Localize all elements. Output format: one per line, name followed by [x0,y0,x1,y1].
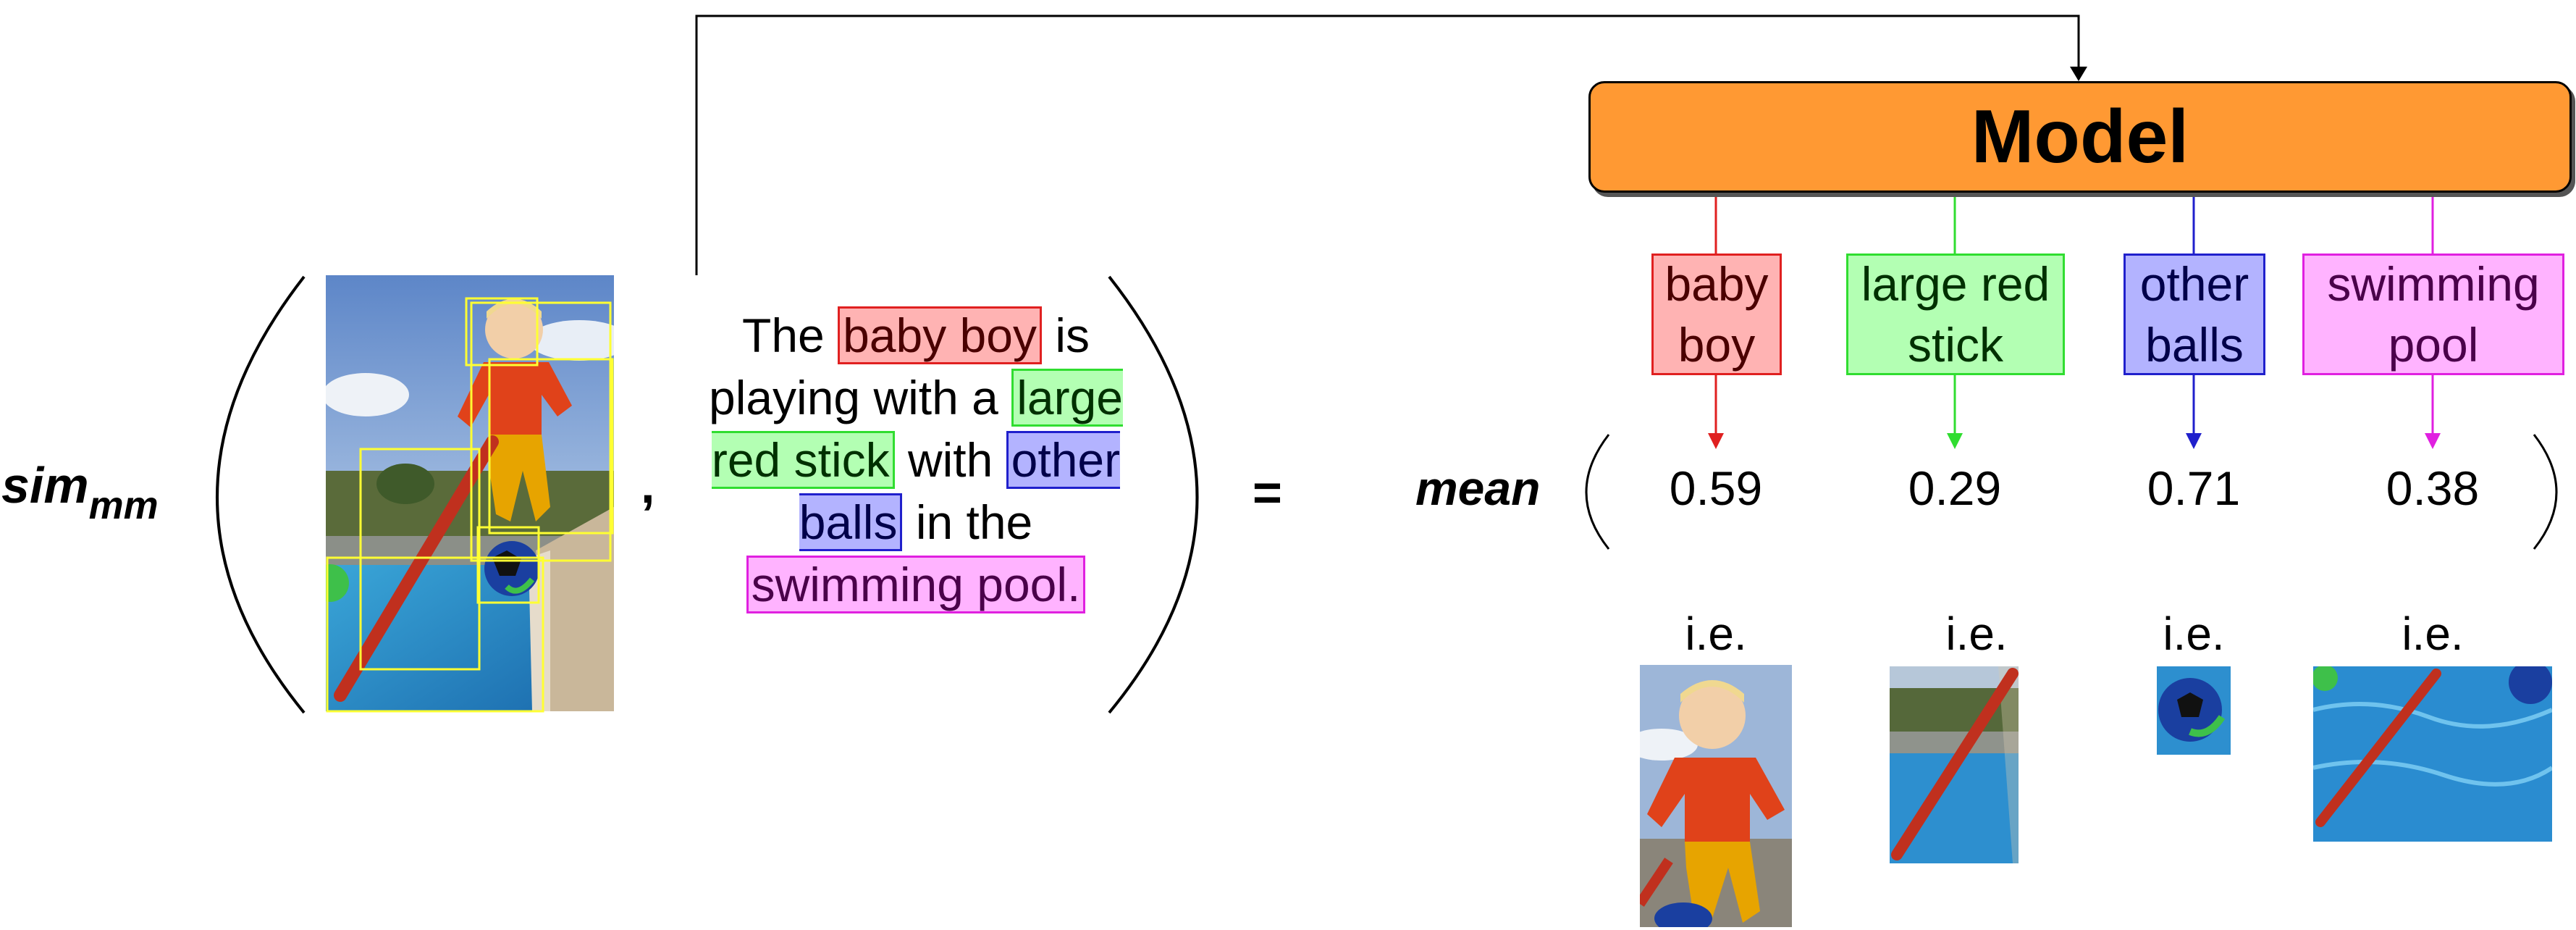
score-swimming-pool: 0.38 [2386,461,2480,515]
right-paren-large [1108,275,1199,714]
argument-separator: , [641,457,655,514]
phrase-1-arrowhead [1708,433,1724,449]
ie-label-other-balls: i.e. [2163,608,2225,660]
phrase-2-line-1: large red [1861,257,2050,311]
phrase-box-large-red-stick: large red stick [1846,254,2065,375]
input-to-model-connector [695,14,2080,275]
mean-label: mean [1415,461,1541,515]
caption-text-4: in the [915,495,1033,549]
score-other-balls: 0.71 [2147,461,2241,515]
phrase-1-line-2: boy [1678,318,1756,372]
phrase-3-line-1: other [2139,257,2249,311]
left-paren-small [1585,434,1610,550]
phrase-2-arrowhead [1947,433,1963,449]
equals-sign: = [1253,464,1282,521]
phrase-1-line-1: baby [1664,257,1769,311]
caption-phrase-swimming-pool: swimming pool. [746,556,1086,613]
left-paren-large [216,275,306,714]
phrase-3-arrowhead [2186,433,2202,449]
phrase-box-baby-boy: baby boy [1651,254,1782,375]
ie-label-baby-boy: i.e. [1685,608,1747,660]
sim-mm-label: simmm [1,456,159,528]
sim-subscript: mm [88,484,159,527]
phrase-box-other-balls: other balls [2123,254,2265,375]
crop-image-other-balls [2157,666,2231,755]
caption-phrase-baby-boy: baby boy [838,306,1042,364]
ie-label-large-red-stick: i.e. [1945,608,2008,660]
crop-image-baby-boy [1640,665,1792,927]
crop-image-large-red-stick [1890,666,2019,863]
model-label: Model [1971,94,2189,179]
model-box: Model [1588,81,2572,193]
input-photo [326,275,614,713]
phrase-3-line-2: balls [2145,318,2244,372]
phrase-4-arrowhead [2425,433,2441,449]
caption-text-2: is playing with a [708,309,1090,424]
caption-text-3: with [907,433,993,487]
ie-label-swimming-pool: i.e. [2402,608,2464,660]
phrase-4-line-1: swimming [2327,257,2540,311]
phrase-2-line-2: stick [1908,318,2003,372]
input-to-model-arrowhead [2070,67,2087,81]
phrase-box-swimming-pool: swimming pool [2302,254,2564,375]
crop-image-swimming-pool [2313,666,2552,842]
score-baby-boy: 0.59 [1669,461,1763,515]
caption-text-1: The [742,309,825,362]
phrase-4-line-2: pool [2388,318,2479,372]
score-large-red-stick: 0.29 [1908,461,2002,515]
sim-text: sim [1,457,89,514]
right-paren-small [2533,434,2558,550]
bbox-overlay [465,297,539,366]
input-caption: The baby boy is playing with a large red… [688,304,1144,616]
